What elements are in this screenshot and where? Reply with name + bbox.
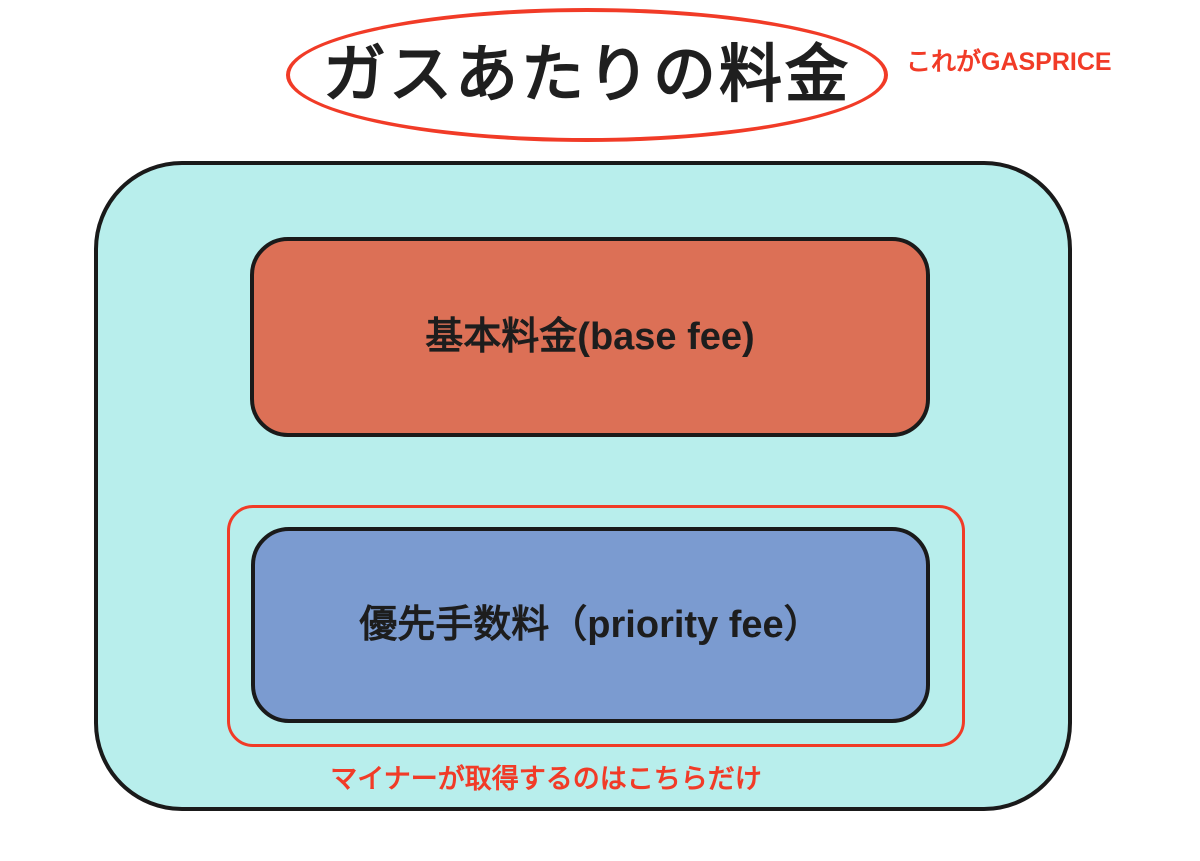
priority-fee-box: 優先手数料（priority fee）	[251, 527, 930, 723]
miner-note: マイナーが取得するのはこちらだけ	[330, 764, 762, 794]
base-fee-label: 基本料金(base fee)	[425, 316, 755, 358]
priority-fee-highlight-outline	[227, 505, 965, 747]
base-fee-box: 基本料金(base fee)	[250, 237, 930, 437]
page-title: ガスあたりの料金	[323, 39, 851, 110]
priority-fee-label: 優先手数料（priority fee）	[359, 604, 822, 646]
title-highlight-ellipse: ガスあたりの料金	[286, 8, 888, 142]
gasprice-annotation: これがGASPRICE	[906, 48, 1112, 76]
